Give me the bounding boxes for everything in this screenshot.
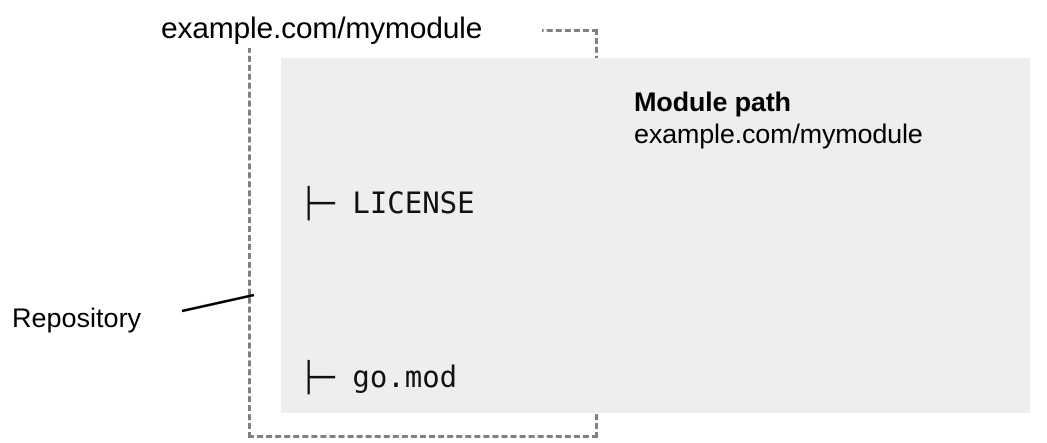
module-panel [281, 58, 1030, 413]
annotation-heading: Module path [634, 87, 791, 117]
tree-row: ├─ go.mod [300, 360, 458, 394]
title-background-mask [150, 10, 542, 48]
repository-label: Repository [12, 303, 142, 333]
file-tree: ├─ LICENSE ├─ go.mod ├─ go.sum └─ packag… [300, 58, 562, 443]
annotation-value: example.com/mymodule [634, 119, 923, 149]
module-path-annotation: Module path example.com/mymodule [634, 86, 1014, 151]
repository-leader-line [181, 293, 255, 313]
module-path-title: example.com/mymodule [161, 12, 483, 45]
tree-row: ├─ LICENSE [300, 186, 475, 220]
